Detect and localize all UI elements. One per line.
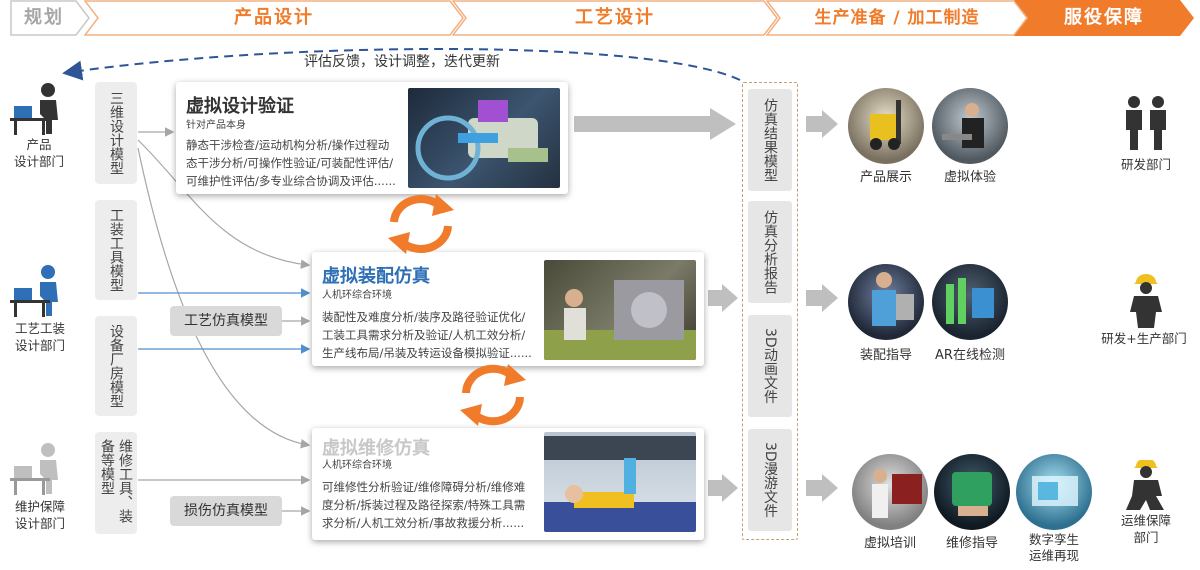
cycle-icon — [388, 194, 454, 254]
model-3d-design: 三维设计模型 — [95, 82, 137, 184]
card-virtual-maintenance: 虚拟维修仿真 人机环综合环境 可维修性分析验证/维修障碍分析/维修难度分析/拆装… — [312, 428, 704, 540]
worker-kneeling-icon — [1126, 460, 1164, 510]
product-display-image — [848, 88, 924, 164]
feedback-label: 评估反馈，设计调整，迭代更新 — [304, 54, 500, 70]
app-label: AR在线检测 — [935, 348, 1005, 363]
feedback-arc — [62, 47, 741, 81]
card-subtitle: 针对产品本身 — [186, 120, 246, 131]
model-tooling: 工装工具模型 — [95, 200, 137, 300]
arrow-card1-out — [574, 108, 736, 140]
phase-production-label: 生产准备 / 加工制造 — [814, 8, 980, 28]
dept-rd-production: 研发+生产部门 — [1101, 331, 1187, 346]
virtual-training-image — [852, 454, 928, 530]
phase-service-label: 服役保障 — [1064, 7, 1144, 28]
output-3d-animation: 3D动画文件 — [748, 315, 792, 417]
card-description: 装配性及难度分析/装序及路径验证优化/工装工具需求分析及验证/人机工效分析/生产… — [322, 310, 532, 360]
digital-twin-image — [1016, 454, 1092, 530]
process-sim-model: 工艺仿真模型 — [170, 306, 282, 336]
phase-service: 服役保障 — [1014, 0, 1194, 36]
virtual-experience-image — [932, 88, 1008, 164]
app-label: 数字孪生 运维再现 — [1028, 532, 1079, 563]
dept-process-design: 工艺工装 设计部门 — [14, 321, 65, 353]
card-virtual-assembly: 虚拟装配仿真 人机环综合环境 装配性及难度分析/装序及路径验证优化/工装工具需求… — [312, 252, 704, 366]
maintenance-guidance-image — [934, 454, 1010, 530]
phase-process-design-label: 工艺设计 — [575, 7, 655, 28]
dept-maintenance-design: 维护保障 设计部门 — [14, 499, 65, 531]
phase-planning: 规划 — [10, 0, 90, 36]
app-label: 虚拟体验 — [943, 170, 996, 185]
card-subtitle: 人机环综合环境 — [322, 460, 392, 471]
output-3d-walkthrough: 3D漫游文件 — [748, 429, 792, 531]
model-maintenance-tools: 维修工具、装备等模型 — [95, 432, 137, 534]
engineer-desk-icon — [10, 443, 58, 495]
app-label: 产品展示 — [859, 170, 912, 185]
phase-product-design: 产品设计 — [84, 0, 464, 36]
assembly-sim-image — [544, 260, 696, 360]
phase-process-design: 工艺设计 — [452, 0, 778, 36]
dept-maintenance-ops: 运维保障 部门 — [1120, 513, 1171, 545]
card-title: 虚拟设计验证 — [186, 96, 294, 117]
ar-inspection-image — [932, 264, 1008, 340]
maintenance-sim-image — [544, 432, 696, 532]
card-title: 虚拟维修仿真 — [322, 438, 430, 459]
phase-production: 生产准备 / 加工制造 — [766, 0, 1028, 36]
card-virtual-design: 虚拟设计验证 针对产品本身 静态干涉检查/运动机构分析/操作过程动态干涉分析/可… — [176, 82, 568, 194]
worker-hardhat-icon — [1130, 274, 1162, 328]
app-label: 装配指导 — [859, 348, 912, 363]
app-label: 维修指导 — [945, 536, 998, 551]
outputs-column: 仿真结果模型 仿真分析报告 3D动画文件 3D漫游文件 — [742, 82, 798, 540]
model-equipment-plant: 设备厂房模型 — [95, 316, 137, 416]
engineer-desk-icon — [10, 265, 58, 317]
design-model-image — [408, 88, 560, 188]
dept-rd: 研发部门 — [1120, 157, 1171, 172]
engineer-desk-icon — [10, 83, 58, 135]
dept-product-design: 产品 设计部门 — [13, 137, 64, 169]
app-label: 虚拟培训 — [863, 536, 916, 551]
cycle-icon — [460, 364, 526, 426]
card-subtitle: 人机环综合环境 — [322, 290, 392, 301]
phase-product-design-label: 产品设计 — [234, 7, 314, 28]
two-people-icon — [1126, 96, 1166, 150]
output-sim-result-model: 仿真结果模型 — [748, 89, 792, 191]
card-description: 可维修性分析验证/维修障碍分析/维修难度分析/拆装过程及路径探索/特殊工具需求分… — [322, 480, 526, 530]
output-sim-report: 仿真分析报告 — [748, 201, 792, 303]
phase-planning-label: 规划 — [24, 7, 64, 28]
damage-sim-model: 损伤仿真模型 — [170, 496, 282, 526]
card-description: 静态干涉检查/运动机构分析/操作过程动态干涉分析/可操作性验证/可装配性评估/可… — [186, 138, 396, 188]
assembly-guidance-image — [848, 264, 924, 340]
card-title: 虚拟装配仿真 — [322, 266, 430, 287]
